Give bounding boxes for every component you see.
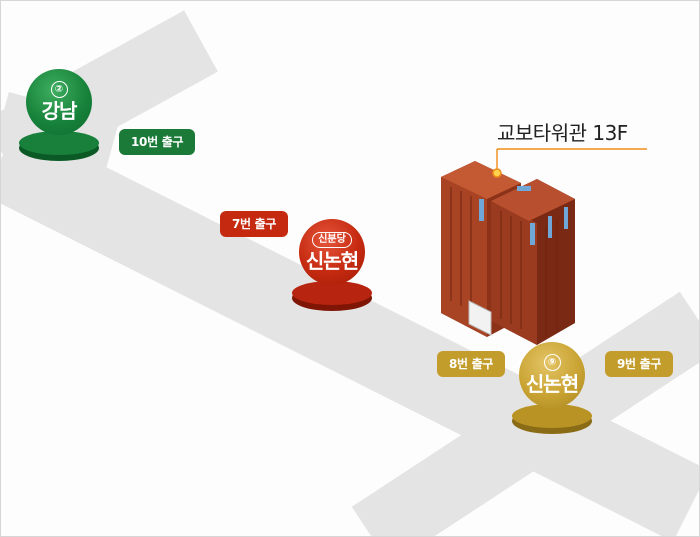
road-teheran <box>1 123 699 536</box>
road-left-spur <box>12 173 80 234</box>
building-label: 교보타워관 13F <box>497 121 628 145</box>
station-name: 신논현 <box>525 372 579 396</box>
station-gangnam: ② 강남 <box>16 61 126 171</box>
exit-9-badge: 9번 출구 <box>605 351 674 377</box>
exit-8-badge: 8번 출구 <box>437 351 506 377</box>
line9-badge: ⑨ <box>543 354 561 371</box>
sinbundang-line-badge: 신분당 <box>312 231 352 248</box>
station-name: 신논현 <box>305 248 359 273</box>
station-sinnonhyeon-sinbundang: 신분당 신논현 <box>289 211 399 321</box>
station-name: 강남 <box>41 99 78 123</box>
station-sinnonhyeon-line9: ⑨ 신논현 <box>509 334 619 444</box>
line2-badge: ② <box>50 81 68 98</box>
building-marker <box>492 168 502 178</box>
exit-10-badge: 10번 출구 <box>119 129 196 155</box>
exit-7-badge: 7번 출구 <box>220 211 289 237</box>
